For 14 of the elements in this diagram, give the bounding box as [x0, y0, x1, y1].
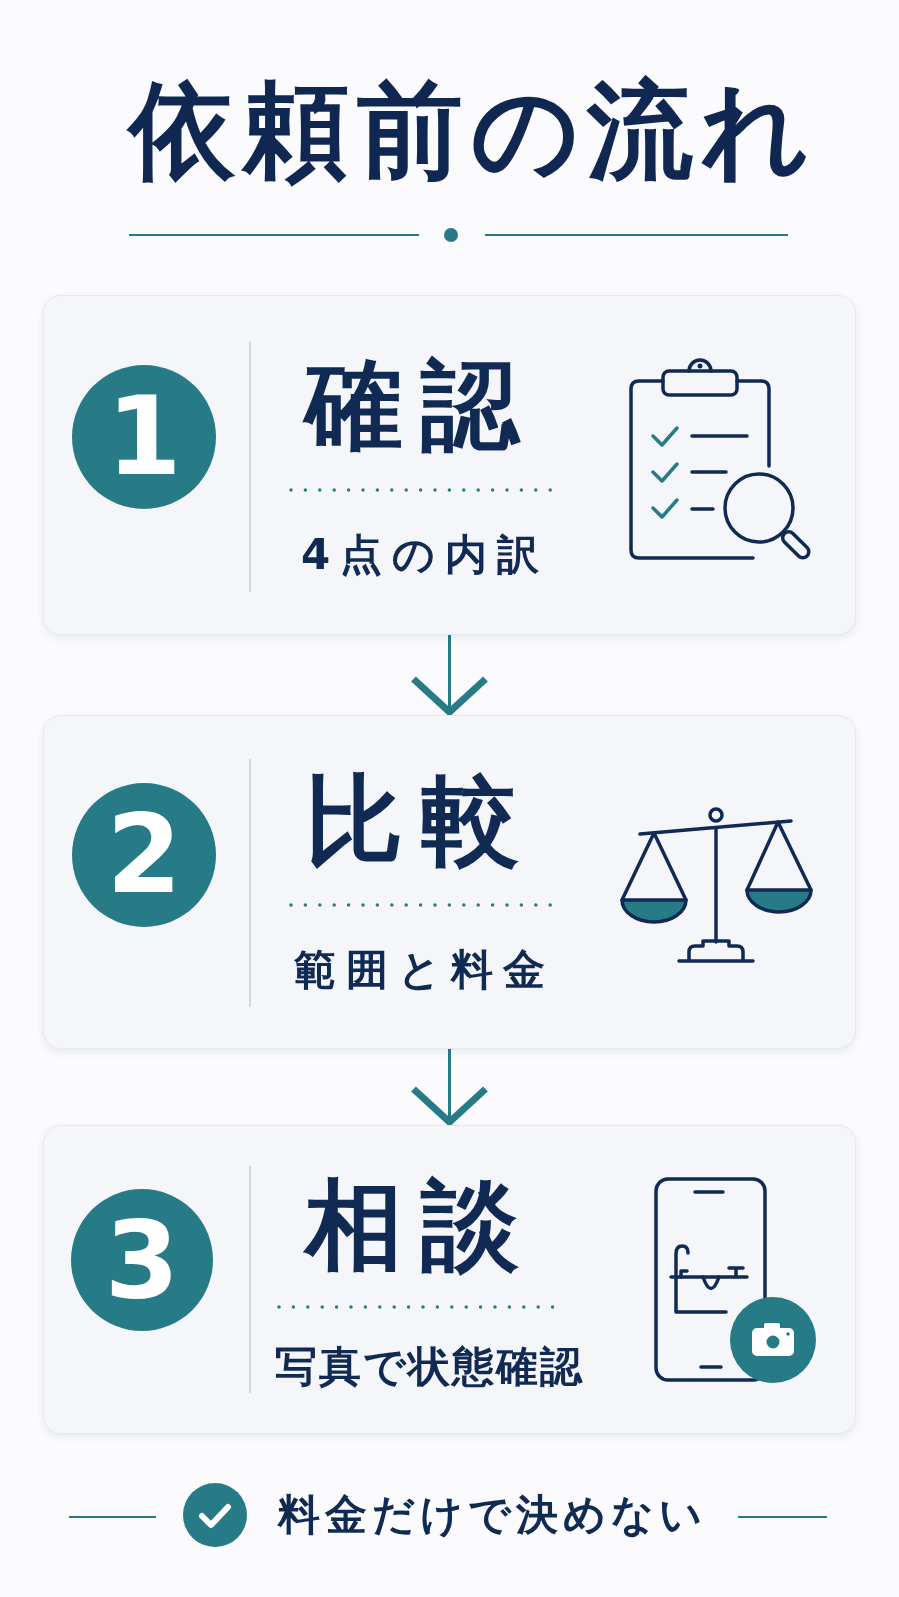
number-circle: 1 — [72, 365, 216, 509]
step-title: 比較 — [305, 771, 537, 869]
step-card — [43, 1125, 856, 1434]
number-circle: 2 — [72, 783, 216, 927]
step-title: 相談 — [305, 1176, 537, 1274]
note-text: 料金だけで決めない — [278, 1494, 707, 1536]
step-card — [43, 295, 856, 635]
step-subtitle: 4点の内訳 — [301, 534, 550, 576]
step-subtitle: 範囲と料金 — [294, 949, 555, 991]
step-subtitle: 写真で状態確認 — [275, 1346, 584, 1388]
number-circle: 3 — [71, 1189, 213, 1331]
arrow — [410, 635, 489, 716]
step-card — [43, 715, 856, 1049]
arrow — [410, 1049, 489, 1126]
